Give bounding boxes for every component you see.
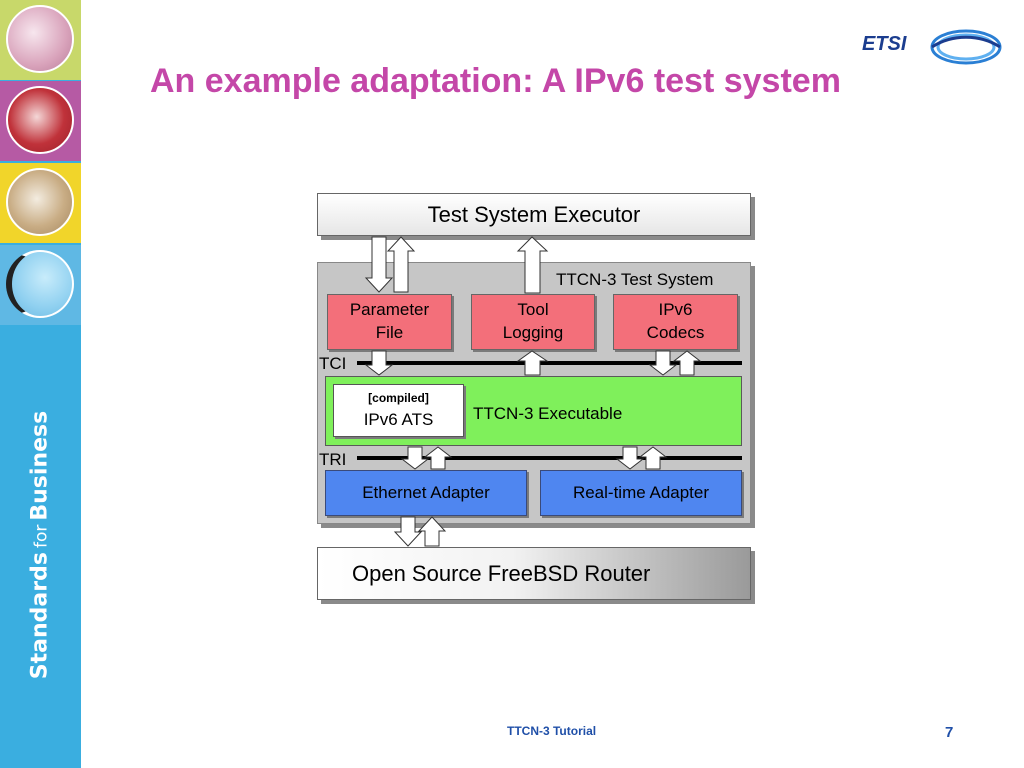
tci-bus-line <box>357 361 742 365</box>
up-arrow <box>386 236 416 293</box>
globe-icon <box>6 5 74 73</box>
tool-logging-box: Tool Logging <box>471 294 595 350</box>
realtime-adapter-label: Real-time Adapter <box>572 483 710 502</box>
logo-rings-icon <box>930 29 1002 65</box>
down-arrow <box>364 236 394 293</box>
freebsd-router-box: Open Source FreeBSD Router <box>317 547 751 600</box>
down-arrow <box>648 350 678 376</box>
parameter-file-box: Parameter File <box>327 294 452 350</box>
down-arrow <box>364 350 394 376</box>
globe-tile-1 <box>0 0 81 80</box>
ipv6-codecs-box: IPv6 Codecs <box>613 294 738 350</box>
tci-label: TCI <box>319 354 347 373</box>
globe-icon <box>6 168 74 236</box>
slide-title: An example adaptation: A IPv6 test syste… <box>150 62 841 100</box>
up-arrow <box>672 350 702 376</box>
ethernet-adapter-box: Ethernet Adapter <box>325 470 527 516</box>
realtime-adapter-box: Real-time Adapter <box>540 470 742 516</box>
compiled-tag: [compiled] <box>368 391 429 405</box>
down-arrow <box>393 516 423 547</box>
up-arrow <box>516 350 549 376</box>
test-system-executor-label: Test System Executor <box>427 201 641 227</box>
up-arrow <box>638 446 668 470</box>
ttcn3-executable-label: TTCN-3 Executable <box>473 404 623 423</box>
ipv6-codecs-line2: Codecs <box>646 323 705 342</box>
tool-logging-line2: Logging <box>502 323 564 342</box>
page-number: 7 <box>945 724 954 741</box>
parameter-file-line1: Parameter <box>349 300 430 320</box>
down-arrow <box>615 446 645 470</box>
freebsd-router-label: Open Source FreeBSD Router <box>352 560 651 586</box>
down-arrow <box>400 446 430 470</box>
globe-tile-3 <box>0 163 81 243</box>
globe-icon <box>6 86 74 154</box>
ttcn3-test-system-label: TTCN-3 Test System <box>556 270 714 289</box>
sidebar: StandardsforBusiness <box>0 0 81 768</box>
globe-tile-4 <box>0 245 81 325</box>
ipv6-ats-box: [compiled] IPv6 ATS <box>333 384 464 437</box>
tri-label: TRI <box>319 450 347 469</box>
up-arrow <box>423 446 453 470</box>
logo-text: ETSI <box>862 33 907 55</box>
tri-bus-line <box>357 456 742 460</box>
ipv6-ats-label: IPv6 ATS <box>363 410 434 429</box>
globe-icon <box>6 250 74 318</box>
ethernet-adapter-label: Ethernet Adapter <box>362 483 490 502</box>
test-system-executor-box: Test System Executor <box>317 193 751 236</box>
footer-text: TTCN-3 Tutorial <box>507 724 597 738</box>
ipv6-codecs-line1: IPv6 <box>658 300 693 320</box>
globe-tile-2 <box>0 81 81 161</box>
up-arrow <box>516 236 549 294</box>
parameter-file-line2: File <box>375 323 404 342</box>
up-arrow <box>417 516 447 547</box>
tool-logging-line1: Tool <box>517 300 549 320</box>
etsi-logo: ETSI <box>862 26 1004 68</box>
